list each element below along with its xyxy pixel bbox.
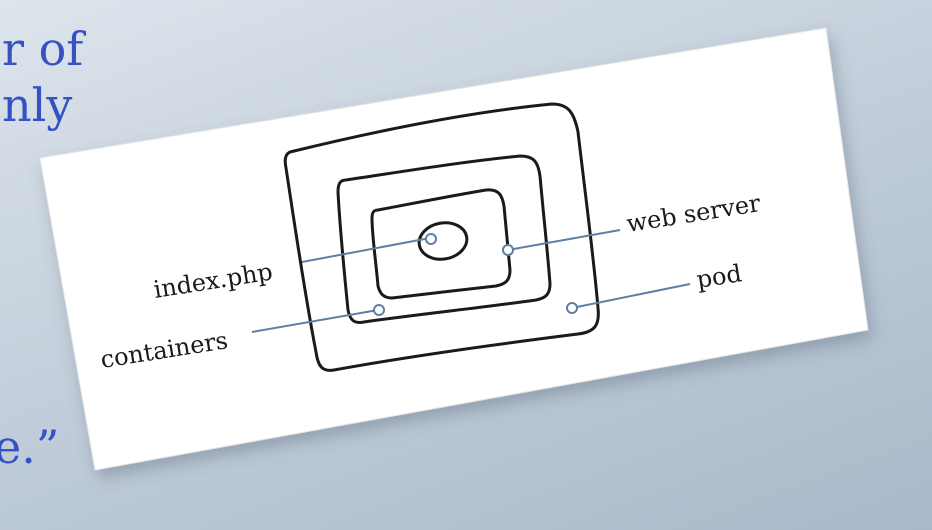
web-server-leader-line: [507, 229, 621, 251]
paper-card: [39, 27, 869, 471]
web-server-box: [336, 154, 552, 324]
containers-leader-line: [251, 309, 379, 333]
pod-leader-line: [571, 283, 691, 309]
container-box: [370, 188, 512, 300]
slide-text-line-3: e.”: [0, 420, 60, 474]
web-server-anchor-dot: [502, 244, 514, 256]
pod-label: pod: [695, 259, 744, 294]
pod-anchor-dot: [566, 302, 578, 314]
index-php-leader-line: [301, 237, 431, 263]
index-php-anchor-dot: [425, 233, 437, 245]
index-php-blob: [417, 221, 469, 261]
slide-text-line-1: r of: [2, 22, 84, 76]
containers-anchor-dot: [373, 304, 385, 316]
pod-box: [283, 102, 600, 372]
slide-text-line-2: nly: [2, 78, 73, 132]
